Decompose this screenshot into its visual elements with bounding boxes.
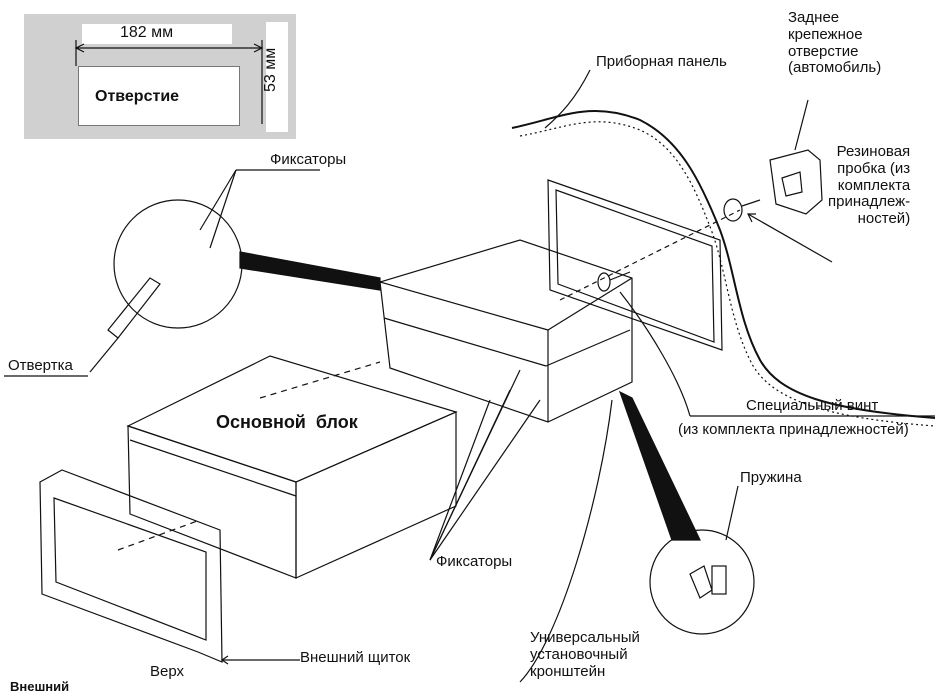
dashboard-opening — [547, 179, 723, 351]
screwdriver — [107, 277, 161, 339]
main-unit-front — [127, 425, 297, 579]
outer-shield — [39, 469, 223, 663]
special-screw-note: (из комплекта принадлежностей) — [678, 421, 909, 438]
height-dimension-label: 53 мм — [262, 47, 279, 92]
outer-cut-label: Внешний — [10, 679, 70, 694]
spring-label: Пружина — [740, 469, 802, 486]
rubber-plug — [723, 198, 743, 222]
main-unit-label: Основной блок — [216, 412, 358, 432]
top-label: Верх — [150, 663, 185, 680]
spring-detail-circle — [649, 529, 755, 635]
screw-leader — [619, 291, 691, 417]
dashboard-label: Приборная панель — [596, 53, 727, 70]
rear-hole-label: Заднее крепежное отверстие (автомобиль) — [788, 9, 882, 77]
bracket-leader — [519, 399, 613, 683]
width-dimension-label: 182 мм — [120, 24, 174, 41]
outer-shield-label: Внешний щиток — [300, 649, 411, 666]
latches-top-label: Фиксаторы — [270, 151, 347, 168]
mounting-sleeve — [379, 239, 633, 423]
rear-mount-bracket — [769, 149, 823, 215]
universal-bracket-label: Универсальный установочный кронштейн — [530, 629, 640, 680]
opening-rectangle — [78, 66, 240, 126]
height-dimension-box — [266, 22, 288, 132]
screwdriver-label: Отвертка — [8, 357, 73, 374]
spring — [711, 565, 727, 595]
rubber-plug-label: Резиновая пробка (из комплекта принадлеж… — [828, 143, 911, 228]
opening-dimensions-inset — [24, 14, 296, 139]
zoom-beam-left — [239, 251, 381, 291]
latches-bottom-label: Фиксаторы — [436, 553, 513, 570]
special-screw-label: Специальный винт — [746, 397, 879, 414]
opening-label: Отверстие — [95, 88, 180, 105]
special-screw — [597, 272, 611, 292]
dashboard-leader — [544, 69, 591, 129]
zoom-beam-right — [618, 390, 701, 541]
latch-detail-circle — [113, 199, 243, 329]
dashboard-edge — [511, 109, 936, 419]
width-dimension-box — [82, 24, 232, 44]
